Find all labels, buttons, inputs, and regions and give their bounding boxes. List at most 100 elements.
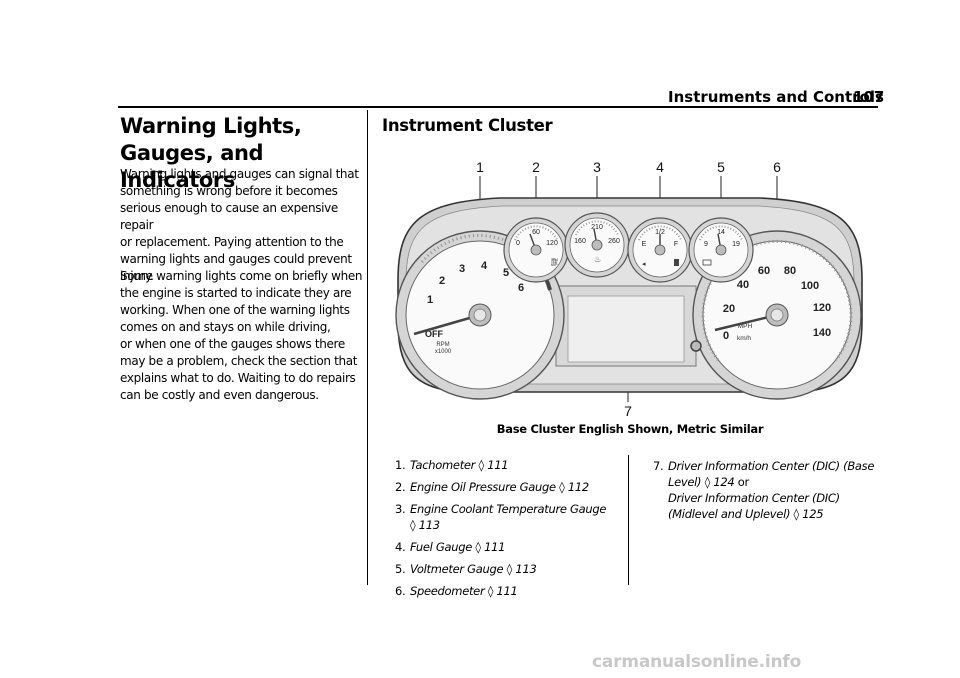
header-rule [118,106,878,108]
header-title: Instruments and Controls [668,88,884,106]
page-ref-icon: ◊ [487,584,494,598]
speed-tick: 140 [813,327,831,339]
tach-tick: 4 [481,260,488,272]
list-item: 6.Speedometer ◊ 111 [395,584,518,598]
tach-tick: 2 [439,275,445,287]
cluster-svg: 1 2 3 4 5 6 7 [395,159,863,419]
watermark: carmanualsonline.info [592,652,802,672]
page-ref[interactable]: 111 [484,540,506,554]
list-item: 2. Engine Oil Pressure Gauge ◊ 112 [395,480,589,494]
page-ref-icon: ◊ [506,562,513,576]
oil-tick: 60 [532,229,540,236]
page-ref[interactable]: 113 [418,518,440,532]
section-heading-line2: Indicators [120,168,235,192]
list-item-number: 1. [395,458,406,472]
list-item: 3.Engine Coolant Temperature Gauge [395,502,606,516]
list-item-number: 4. [395,540,406,554]
fuel-gauge: E 1/2 F ◂ [627,217,693,283]
oil-tick: 0 [516,240,520,247]
coolant-temperature-gauge: 160 210 260 ♨ [564,212,630,278]
fuel-tick: F [674,241,678,248]
text-line: working. When one of the warning lights [120,303,350,317]
oil-pressure-gauge: 0 60 120 ⛽︎ [503,217,569,283]
fuel-tick: E [642,241,647,248]
fuel-pump-icon [674,259,679,266]
callout-7: 7 [624,403,632,419]
list-item-number: 2. [395,480,406,494]
text-line: can be costly and even dangerous. [120,388,319,402]
dic-line-1: 7.Driver Information Center (DIC) (Base [653,458,874,474]
page-ref[interactable]: 124 [713,475,735,489]
list-item-number: 5. [395,562,406,576]
speed-tick: 80 [784,265,796,277]
dic-line-2: Level) ◊ 124 or [653,474,874,490]
list-item-continuation: ◊ 113 [410,518,440,532]
list-item-label: Driver Information Center (DIC) (Base [668,459,875,473]
list-item-label: Tachometer [410,458,476,472]
page-ref[interactable]: 111 [487,458,509,472]
speed-kmh-label: km/h [737,335,751,342]
dic-line-4: (Midlevel and Uplevel) ◊ 125 [653,506,874,522]
volt-tick: 19 [732,241,740,248]
tach-tick: 5 [503,267,509,279]
voltmeter-gauge: 9 14 19 [688,217,754,283]
text-line: explains what to do. Waiting to do repai… [120,371,356,385]
tach-off-label: OFF [425,329,443,339]
speed-tick: 20 [723,303,735,315]
tach-tick: 1 [427,294,433,306]
page-ref-icon: ◊ [559,480,565,494]
warning-paragraph: Some warning lights come on briefly when… [120,268,365,404]
text-line: comes on and stays on while driving, [120,320,331,334]
list-item-label: Engine Oil Pressure Gauge [410,480,556,494]
volt-tick: 9 [704,241,708,248]
list-item-number: 3. [395,502,406,516]
list-item: 5. Voltmeter Gauge ◊ 113 [395,562,537,576]
thermometer-icon: ♨ [594,255,601,264]
page-ref[interactable]: 111 [496,584,518,598]
tach-tick: 3 [459,263,465,275]
oil-tick: 120 [546,240,558,247]
speed-tick: 0 [723,330,729,342]
section-heading-line1: Warning Lights, Gauges, and [120,114,302,165]
section-heading: Warning Lights, Gauges, and Indicators [120,113,360,194]
text-line: or when one of the gauges shows there [120,337,345,351]
text-line: may be a problem, check the section that [120,354,358,368]
list-item-label: (Midlevel and Uplevel) [668,507,791,521]
callout-5: 5 [717,159,725,175]
trip-reset-knob [690,340,702,352]
tach-x1000-label: x1000 [435,349,452,355]
figure-caption: Base Cluster English Shown, Metric Simil… [496,422,764,436]
page-number: 107 [853,88,885,106]
list-item: 1. Tachometer ◊ 111 [395,458,509,472]
speed-mph-label: MPH [738,323,753,330]
coolant-tick: 160 [574,238,586,245]
tach-tick: 6 [518,282,524,294]
speed-tick: 40 [737,279,749,291]
callout-2: 2 [532,159,540,175]
fuel-door-arrow-icon: ◂ [642,261,646,268]
text-line: the engine is started to indicate they a… [120,286,352,300]
callout-1: 1 [476,159,484,175]
volt-tick: 14 [717,229,725,236]
page-ref-icon: ◊ [478,458,484,472]
text-line: warning lights and gauges could prevent [120,252,352,266]
list-item-label: Voltmeter Gauge [410,562,504,576]
dic-screen [567,295,685,363]
speed-tick: 100 [801,280,819,292]
list-item: 4.Fuel Gauge ◊ 111 [395,540,505,554]
page-ref[interactable]: 112 [567,480,589,494]
page-ref[interactable]: 125 [802,507,824,521]
instrument-cluster-heading: Instrument Cluster [382,116,553,135]
callout-3: 3 [593,159,601,175]
intro-paragraph: Warning lights and gauges can signal tha… [120,166,365,285]
callout-6: 6 [773,159,781,175]
page-ref-icon: ◊ [475,540,481,554]
callout-list-item-7: 7.Driver Information Center (DIC) (Base … [653,458,874,522]
callout-4: 4 [656,159,664,175]
text-line: Warning lights and gauges can signal tha… [120,167,359,181]
text-line: serious enough to cause an expensive rep… [120,201,338,232]
page-ref[interactable]: 113 [515,562,537,576]
column-divider-upper [367,110,368,585]
page-ref-icon: ◊ [704,475,711,489]
text-line: Some warning lights come on briefly when [120,269,363,283]
